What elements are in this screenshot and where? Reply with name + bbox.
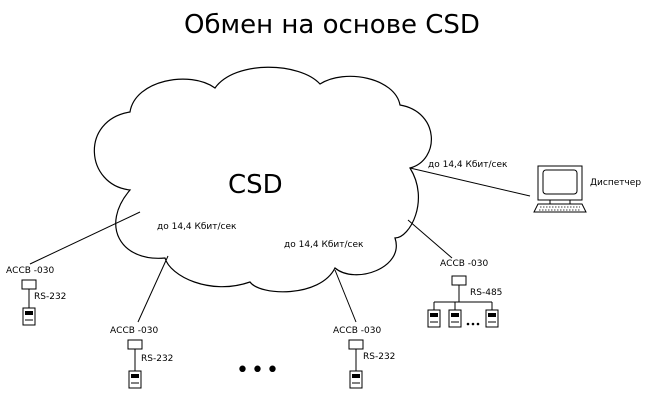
- csd-cloud: [93, 66, 432, 293]
- diagram-title: Обмен на основе CSD: [184, 10, 480, 40]
- more-devices-marker: •••: [236, 358, 281, 383]
- assv-device-3: [348, 339, 364, 389]
- line-assv-4: [407, 219, 453, 259]
- cloud-label: CSD: [228, 170, 283, 200]
- meter-icon: [22, 307, 36, 326]
- link-speed-center: до 14,4 Кбит/сек: [284, 240, 364, 250]
- meter-icon: [485, 309, 499, 328]
- line-assv-1: [29, 211, 141, 265]
- assv-device-2: [127, 339, 143, 389]
- meter-icon: [427, 309, 441, 328]
- rs-label-4: RS-485: [470, 288, 503, 298]
- assv-label-2: АССВ -030: [110, 326, 159, 336]
- link-speed-left: до 14,4 Кбит/сек: [157, 222, 237, 232]
- meter-icon: [448, 309, 462, 328]
- assv-device-4: [427, 275, 499, 328]
- assv-device-1: [21, 279, 37, 326]
- assv-label-4: АССВ -030: [440, 259, 489, 269]
- rs-label-3: RS-232: [363, 352, 396, 362]
- line-assv-3: [334, 269, 357, 323]
- dispatcher-computer-icon: [533, 165, 587, 213]
- line-dispatcher: [409, 167, 531, 197]
- meter-icon: [349, 370, 363, 389]
- assv-label-3: АССВ -030: [333, 326, 382, 336]
- ellipsis-icon: [466, 322, 480, 326]
- assv-label-1: АССВ -030: [6, 266, 55, 276]
- link-speed-dispatcher: до 14,4 Кбит/сек: [428, 160, 508, 170]
- rs-label-2: RS-232: [141, 354, 174, 364]
- rs-label-1: RS-232: [34, 292, 67, 302]
- dispatcher-label: Диспетчер: [590, 178, 642, 188]
- line-assv-2: [137, 255, 169, 323]
- meter-icon: [128, 370, 142, 389]
